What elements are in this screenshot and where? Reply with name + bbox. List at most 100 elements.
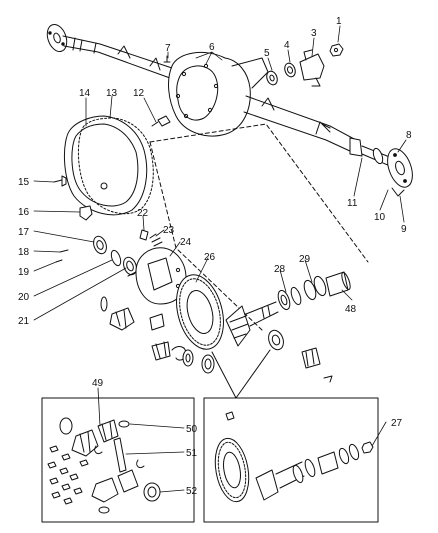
callout-17: 17 <box>18 227 30 238</box>
callout-19: 19 <box>18 267 30 278</box>
diff-case-bolt <box>175 267 181 273</box>
pinion-seal-4-inner <box>286 66 294 74</box>
kit-bolt <box>49 445 59 453</box>
kit-bolt <box>63 497 73 505</box>
callout-21: 21 <box>18 316 30 327</box>
callout-48: 48 <box>345 304 357 315</box>
pinion-shaft-spline <box>261 305 271 319</box>
leader-20 <box>33 259 113 297</box>
kit-bolt <box>61 483 71 491</box>
cover-gasket-13 <box>77 117 154 215</box>
callout-8: 8 <box>406 130 412 141</box>
bolt-18 <box>59 249 69 253</box>
leader-48 <box>341 289 353 301</box>
leader-52 <box>159 489 185 493</box>
callout-10: 10 <box>374 212 386 223</box>
pinion-gear-teeth <box>229 315 249 339</box>
left-flange-hub <box>53 32 61 44</box>
kit-clip <box>94 445 103 455</box>
callout-18: 18 <box>18 247 30 258</box>
kit-bolt <box>59 467 69 475</box>
spider-gears <box>100 296 333 383</box>
kit-washer-52 <box>143 482 161 502</box>
cover-fill-plug <box>100 182 108 190</box>
small-clip <box>323 375 333 383</box>
callout-3: 3 <box>311 28 317 39</box>
axle-housing <box>46 23 413 197</box>
kit-side-gear-b <box>91 477 119 503</box>
leader-49 <box>97 387 101 427</box>
pinion-yoke-group <box>266 43 344 87</box>
callout-labels: 1 3 4 5 6 7 8 9 10 11 12 13 14 15 16 17 … <box>18 16 412 497</box>
left-axle-tube <box>62 35 173 79</box>
leader-17 <box>33 230 95 243</box>
kit-bolt <box>51 491 61 499</box>
pinion-bearing-set <box>277 271 351 311</box>
diff-cover-14 <box>63 115 148 216</box>
callout-49: 49 <box>92 378 104 389</box>
kit-bearing-d <box>348 443 360 461</box>
pinion-bearing-5-inner <box>269 74 275 82</box>
bearing-28 <box>277 289 291 311</box>
left-flange-stud <box>61 42 65 46</box>
washer-lower-inner <box>185 353 191 363</box>
leader-8 <box>397 139 407 153</box>
leader-3 <box>311 37 315 57</box>
cup-29-b <box>313 275 327 297</box>
leader-19 <box>33 261 57 272</box>
side-gear-teeth <box>115 309 127 329</box>
leader-4 <box>287 49 291 63</box>
callout-29: 29 <box>299 254 311 265</box>
pinion-nose <box>231 57 269 89</box>
pinion-yoke-ears <box>303 49 321 87</box>
kit-pinion-head <box>255 469 279 501</box>
leader-1 <box>337 25 341 43</box>
leader-23 <box>155 229 165 237</box>
leader-22 <box>142 215 145 231</box>
callout-6: 6 <box>209 42 215 53</box>
leader-15 <box>33 180 55 183</box>
pin-23 <box>149 233 163 247</box>
kit-ring-gear-teeth <box>217 441 247 499</box>
pinion-bearing-5 <box>266 70 278 86</box>
race-roller-lines <box>305 349 315 367</box>
carrier-housing <box>168 52 251 137</box>
kit-bearing-a <box>292 464 304 484</box>
ring-gear-inner <box>186 290 214 334</box>
washer-lower-2-inner <box>204 358 212 370</box>
kit-washer-small <box>98 506 110 514</box>
carrier-bearings-left <box>55 235 137 276</box>
kit-nut <box>361 441 374 454</box>
bolt-19 <box>55 259 63 263</box>
leader-9 <box>399 195 405 223</box>
diff-case-window <box>147 257 173 291</box>
kit-bolt-cluster <box>47 445 89 505</box>
kit-side-gear-teeth <box>79 431 91 453</box>
bearing-28-b <box>290 286 302 306</box>
callout-7: 7 <box>165 43 171 54</box>
pin-22 <box>139 229 149 241</box>
kit-bolt <box>47 461 57 469</box>
kit-pinion-mate-b <box>117 469 139 493</box>
leader-13 <box>109 95 113 119</box>
vent-fitting-7 <box>163 55 171 63</box>
kit-sleeve <box>317 451 339 475</box>
callout-27: 27 <box>391 418 403 429</box>
leader-11 <box>353 157 363 197</box>
carrier-bolt <box>213 83 219 89</box>
left-tube-bracket <box>117 45 161 71</box>
callout-9: 9 <box>401 224 407 235</box>
carrier-bolt <box>207 107 213 113</box>
pinion-mate-b <box>151 341 171 361</box>
crush-sleeve-48-end <box>341 271 351 291</box>
leader-51 <box>125 451 185 455</box>
pinion-yoke-3 <box>299 53 325 81</box>
pinion-mate <box>149 313 165 331</box>
pinion-nut-1 <box>329 43 344 57</box>
callout-20: 20 <box>18 292 30 303</box>
callout-22: 22 <box>137 208 149 219</box>
bearing-cup-21 <box>123 256 137 276</box>
right-flange-hub <box>395 160 405 176</box>
callout-52: 52 <box>186 486 198 497</box>
